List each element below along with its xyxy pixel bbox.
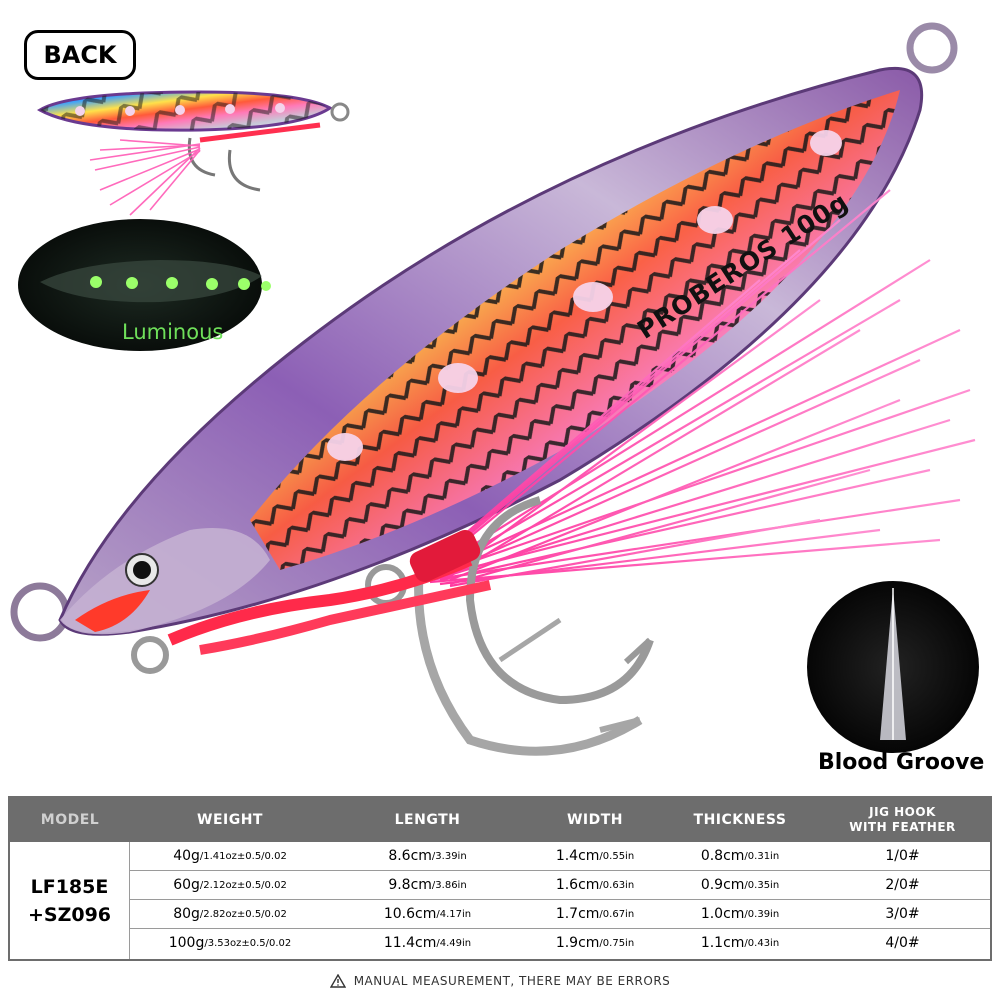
table-header: MODEL WEIGHT LENGTH WIDTH THICKNESS JIG … — [10, 798, 990, 842]
length-value: 8.6cm — [388, 848, 432, 864]
luminous-label: Luminous — [122, 320, 224, 344]
luminous-view — [18, 219, 271, 351]
back-callout-bubble: BACK — [24, 30, 136, 80]
weight-value: 40g — [173, 848, 200, 864]
thickness-value: 1.1cm — [700, 935, 745, 951]
measurement-note-text: MANUAL MEASUREMENT, THERE MAY BE ERRORS — [353, 974, 671, 988]
thickness-value: 0.9cm — [700, 877, 745, 893]
warning-triangle-icon — [329, 974, 346, 988]
cell-weight: 60g/2.12oz±0.5/0.02 — [130, 871, 330, 899]
cell-thickness: 0.9cm/0.35in — [665, 871, 815, 899]
weight-value: 100g — [168, 935, 205, 951]
blood-groove-label: Blood Groove — [818, 750, 985, 775]
back-view-lure — [36, 90, 350, 216]
cell-thickness: 1.0cm/0.39in — [665, 900, 815, 928]
header-jig-hook: JIG HOOK WITH FEATHER — [815, 798, 990, 842]
cell-weight: 80g/2.82oz±0.5/0.02 — [130, 900, 330, 928]
thickness-inches: /0.35in — [744, 879, 780, 891]
cell-thickness: 0.8cm/0.31in — [665, 842, 815, 870]
blood-groove-view — [807, 581, 979, 753]
model-line2: +SZ096 — [27, 903, 112, 926]
cell-length: 10.6cm/4.17in — [330, 900, 525, 928]
weight-detail: /1.41oz±0.5/0.02 — [199, 850, 287, 862]
width-inches: /0.67in — [599, 908, 635, 920]
cell-hook: 2/0# — [885, 877, 920, 893]
length-value: 11.4cm — [383, 935, 437, 951]
main-lure — [10, 22, 958, 642]
model-line1: LF185E — [30, 875, 109, 898]
length-inches: /4.17in — [436, 908, 472, 920]
cell-width: 1.9cm/0.75in — [525, 929, 665, 957]
product-photo-area: BACK Luminous PROBEROS 100g Blood Groove — [10, 22, 985, 775]
cell-length: 9.8cm/3.86in — [330, 871, 525, 899]
weight-detail: /2.82oz±0.5/0.02 — [199, 908, 287, 920]
thickness-inches: /0.39in — [744, 908, 780, 920]
cell-weight: 40g/1.41oz±0.5/0.02 — [130, 842, 330, 870]
measurement-note: MANUAL MEASUREMENT, THERE MAY BE ERRORS — [0, 972, 1000, 990]
header-thickness: THICKNESS — [693, 812, 787, 828]
width-inches: /0.75in — [599, 937, 635, 949]
width-value: 1.7cm — [555, 906, 600, 922]
weight-value: 60g — [173, 877, 200, 893]
table-row: 80g/2.82oz±0.5/0.02 10.6cm/4.17in 1.7cm/… — [10, 900, 990, 929]
cell-length: 11.4cm/4.49in — [330, 929, 525, 957]
table-row: 40g/1.41oz±0.5/0.02 8.6cm/3.39in 1.4cm/0… — [10, 842, 990, 871]
width-inches: /0.63in — [599, 879, 635, 891]
width-value: 1.4cm — [555, 848, 600, 864]
thickness-inches: /0.31in — [744, 850, 780, 862]
weight-value: 80g — [173, 906, 200, 922]
cell-width: 1.7cm/0.67in — [525, 900, 665, 928]
weight-detail: /3.53oz±0.5/0.02 — [204, 937, 292, 949]
thickness-inches: /0.43in — [744, 937, 780, 949]
cell-thickness: 1.1cm/0.43in — [665, 929, 815, 957]
length-inches: /3.86in — [431, 879, 467, 891]
cell-hook: 1/0# — [885, 848, 920, 864]
length-value: 9.8cm — [388, 877, 432, 893]
back-label: BACK — [43, 41, 117, 69]
width-inches: /0.55in — [599, 850, 635, 862]
feather-tail — [429, 189, 976, 588]
specification-table: MODEL WEIGHT LENGTH WIDTH THICKNESS JIG … — [8, 796, 992, 961]
weight-detail: /2.12oz±0.5/0.02 — [199, 879, 287, 891]
table-row: 100g/3.53oz±0.5/0.02 11.4cm/4.49in 1.9cm… — [10, 929, 990, 958]
cell-width: 1.4cm/0.55in — [525, 842, 665, 870]
length-value: 10.6cm — [383, 906, 437, 922]
width-value: 1.9cm — [555, 935, 600, 951]
cell-hook: 4/0# — [885, 935, 920, 951]
table-row: 60g/2.12oz±0.5/0.02 9.8cm/3.86in 1.6cm/0… — [10, 871, 990, 900]
width-value: 1.6cm — [555, 877, 600, 893]
header-weight: WEIGHT — [197, 812, 263, 828]
model-cell: LF185E +SZ096 — [10, 842, 130, 959]
cell-width: 1.6cm/0.63in — [525, 871, 665, 899]
length-inches: /4.49in — [436, 937, 472, 949]
length-inches: /3.39in — [431, 850, 467, 862]
thickness-value: 1.0cm — [700, 906, 745, 922]
header-width: WIDTH — [566, 812, 624, 828]
treble-hooks — [131, 496, 654, 756]
product-illustration — [10, 22, 979, 756]
cell-hook: 3/0# — [885, 906, 920, 922]
header-length: LENGTH — [394, 812, 461, 828]
header-jig-hook-line1: JIG HOOK — [869, 805, 936, 819]
header-jig-hook-line2: WITH FEATHER — [849, 820, 956, 834]
header-model: MODEL — [40, 812, 100, 828]
cell-length: 8.6cm/3.39in — [330, 842, 525, 870]
cell-weight: 100g/3.53oz±0.5/0.02 — [130, 929, 330, 957]
thickness-value: 0.8cm — [700, 848, 745, 864]
